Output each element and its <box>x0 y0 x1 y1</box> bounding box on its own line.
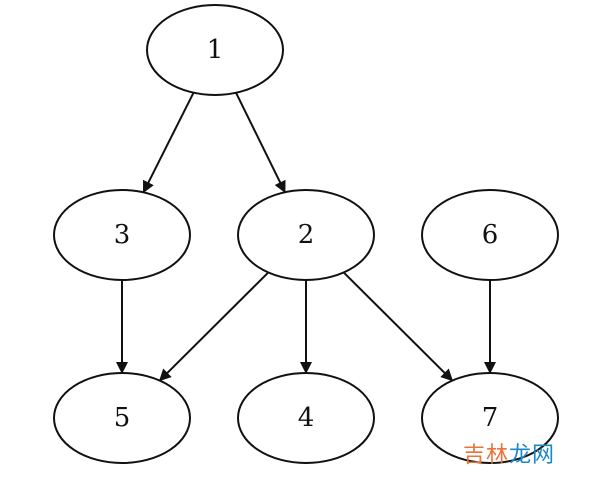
nodes-layer: 1 3 2 6 5 4 7 <box>53 4 559 464</box>
node-label: 1 <box>207 35 224 65</box>
node-6: 6 <box>421 189 559 281</box>
edge-2-to-5 <box>158 271 270 382</box>
node-ellipse <box>237 372 375 464</box>
node-label: 2 <box>298 220 315 250</box>
edge-line <box>235 92 286 194</box>
node-ellipse <box>421 372 559 464</box>
node-label: 3 <box>114 220 131 250</box>
node-label: 5 <box>114 403 131 433</box>
node-ellipse <box>237 189 375 281</box>
node-ellipse <box>421 189 559 281</box>
node-ellipse <box>53 372 191 464</box>
edges-layer <box>116 92 496 382</box>
edge-1-to-3 <box>142 92 195 194</box>
edge-line <box>158 271 270 382</box>
watermark-logo: 吉林龙网 <box>463 437 555 469</box>
node-label: 7 <box>482 403 499 433</box>
node-ellipse <box>53 189 191 281</box>
edge-2-to-7 <box>342 271 454 382</box>
edge-line <box>142 92 195 194</box>
node-1: 1 <box>146 4 284 96</box>
node-label: 4 <box>298 403 315 433</box>
node-5: 5 <box>53 372 191 464</box>
edge-line <box>342 271 454 382</box>
node-3: 3 <box>53 189 191 281</box>
node-2: 2 <box>237 189 375 281</box>
node-4: 4 <box>237 372 375 464</box>
node-label: 6 <box>482 220 499 250</box>
edge-1-to-2 <box>235 92 286 194</box>
watermark-text-part2: 龙网 <box>508 443 555 468</box>
node-7: 7 <box>421 372 559 464</box>
watermark-text-part1: 吉林 <box>462 443 509 468</box>
node-ellipse <box>146 4 284 96</box>
